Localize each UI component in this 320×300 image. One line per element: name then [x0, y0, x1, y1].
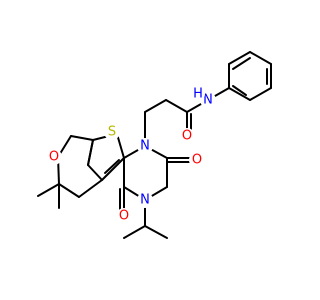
atom-oxygen-c4: O [116, 208, 132, 224]
atom-label-s: S [108, 125, 116, 140]
atom-label-n: N [140, 139, 150, 154]
atom-label-o: O [182, 129, 192, 144]
bond-double [104, 159, 120, 174]
bond [165, 99, 188, 113]
bond [87, 164, 103, 181]
bond [116, 133, 125, 159]
bond [87, 139, 94, 166]
bond [58, 183, 80, 198]
atom-label-o: O [49, 150, 59, 165]
bond-layer [37, 51, 272, 239]
atom-label-n: N [140, 193, 150, 208]
bond [144, 225, 168, 239]
bond [249, 87, 272, 101]
bond-inner [232, 85, 247, 96]
atom-nitrogen-n3: N [137, 192, 153, 208]
bond [37, 183, 60, 197]
bond [101, 157, 125, 181]
bond [70, 135, 94, 141]
atom-oxygen-pyran: O [46, 149, 62, 165]
atom-oxygen-amide: O [179, 128, 195, 144]
bond [78, 179, 103, 198]
bond [249, 51, 272, 65]
atom-sulfur: S [104, 124, 120, 140]
bond-inner [232, 57, 251, 70]
atom-layer: S O N N N H O O [46, 87, 216, 224]
atom-label-h: H [193, 87, 203, 102]
atom-hydrogen-amide: H [191, 87, 205, 102]
atom-label-o: O [192, 153, 202, 168]
atom-label-n: N [203, 93, 213, 108]
bond [144, 99, 167, 113]
atom-label-o: O [119, 209, 129, 224]
atom-nitrogen-n1: N [137, 138, 153, 154]
bond [228, 51, 251, 65]
atom-oxygen-c2: O [189, 152, 205, 168]
bond [228, 87, 251, 101]
bond [123, 225, 146, 239]
molecule-structure: S O N N N H O O [37, 51, 272, 239]
